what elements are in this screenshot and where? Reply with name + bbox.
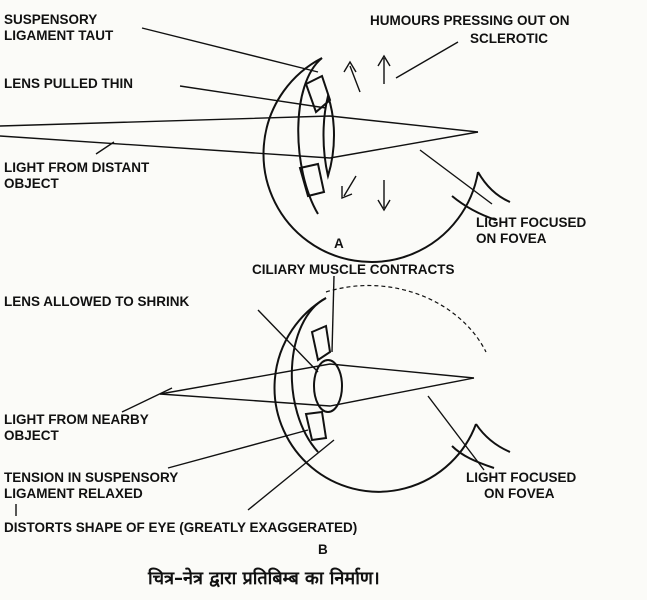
- label-humours-line2: SCLEROTIC: [470, 31, 548, 46]
- diagram-a-tag: A: [334, 236, 344, 251]
- label-focus-b-line1: LIGHT FOCUSED: [466, 470, 576, 485]
- optic-nerve-lower-b: [451, 445, 495, 469]
- leader-tension: [167, 429, 309, 469]
- optic-nerve-upper-a: [477, 171, 511, 203]
- label-light-b-line2: OBJECT: [4, 428, 60, 443]
- exaggerated-shape-dashed: [325, 284, 487, 353]
- light-ray-upper-a: [0, 115, 479, 133]
- light-ray-lower-a: [0, 131, 479, 159]
- leader-lens-b: [257, 309, 319, 373]
- label-tension-line2: LIGAMENT RELAXED: [4, 486, 143, 501]
- label-light-a-line1: LIGHT FROM DISTANT: [4, 160, 150, 175]
- thick-lens-b: [313, 359, 343, 413]
- leader-suspensory-a: [141, 27, 319, 73]
- optic-nerve-lower-a: [451, 195, 497, 221]
- cornea-b: [290, 297, 327, 453]
- label-suspensory-line1: SUSPENSORY: [4, 12, 97, 27]
- humour-arrow-head-4: [377, 199, 391, 212]
- humour-arrow-3: [343, 175, 357, 197]
- humour-arrow-head-2: [377, 54, 391, 67]
- label-focus-a-line1: LIGHT FOCUSED: [476, 215, 586, 230]
- leader-humours: [395, 41, 459, 79]
- figure-caption: चित्र–नेत्र द्वारा प्रतिबिम्ब का निर्माण…: [147, 567, 380, 589]
- label-lens-b: LENS ALLOWED TO SHRINK: [4, 294, 190, 309]
- labels: SUSPENSORY LIGAMENT TAUT HUMOURS PRESSIN…: [4, 12, 586, 589]
- leader-distorts: [247, 439, 335, 511]
- eyeball-outline-a: [262, 57, 479, 263]
- label-focus-a-line2: ON FOVEA: [476, 231, 547, 246]
- label-tension-line1: TENSION IN SUSPENSORY: [4, 470, 178, 485]
- thin-lens-a: [322, 92, 335, 180]
- ciliary-body-upper-b: [310, 324, 332, 362]
- humour-arrow-head-1: [343, 60, 357, 73]
- eyeball-outline-b: [273, 297, 477, 493]
- diagram-a: [0, 27, 511, 263]
- leader-focus-b: [427, 395, 485, 471]
- light-ray-lower-b: [159, 377, 475, 407]
- diagram-b-tag: B: [318, 542, 328, 557]
- label-humours-line1: HUMOURS PRESSING OUT ON: [370, 13, 570, 28]
- label-ciliary: CILIARY MUSCLE CONTRACTS: [252, 262, 455, 277]
- label-light-b-line1: LIGHT FROM NEARBY: [4, 412, 149, 427]
- light-ray-upper-b: [159, 363, 475, 395]
- optic-nerve-upper-b: [475, 423, 511, 453]
- humour-arrow-1: [349, 65, 361, 93]
- leader-light-a: [95, 141, 115, 155]
- ciliary-body-lower-a: [298, 162, 326, 198]
- label-distorts: DISTORTS SHAPE OF EYE (GREATLY EXAGGERAT…: [4, 520, 357, 535]
- label-focus-b-line2: ON FOVEA: [484, 486, 555, 501]
- leader-ciliary: [331, 275, 335, 353]
- leader-light-b: [121, 387, 173, 413]
- diagram-b: [15, 275, 511, 516]
- label-light-a-line2: OBJECT: [4, 176, 60, 191]
- leader-lens-a: [179, 85, 327, 109]
- label-suspensory-line2: LIGAMENT TAUT: [4, 28, 114, 43]
- ciliary-body-lower-b: [304, 410, 328, 442]
- humour-arrow-head-3: [341, 186, 353, 200]
- leader-focus-a: [419, 149, 493, 205]
- label-lens-a: LENS PULLED THIN: [4, 76, 133, 91]
